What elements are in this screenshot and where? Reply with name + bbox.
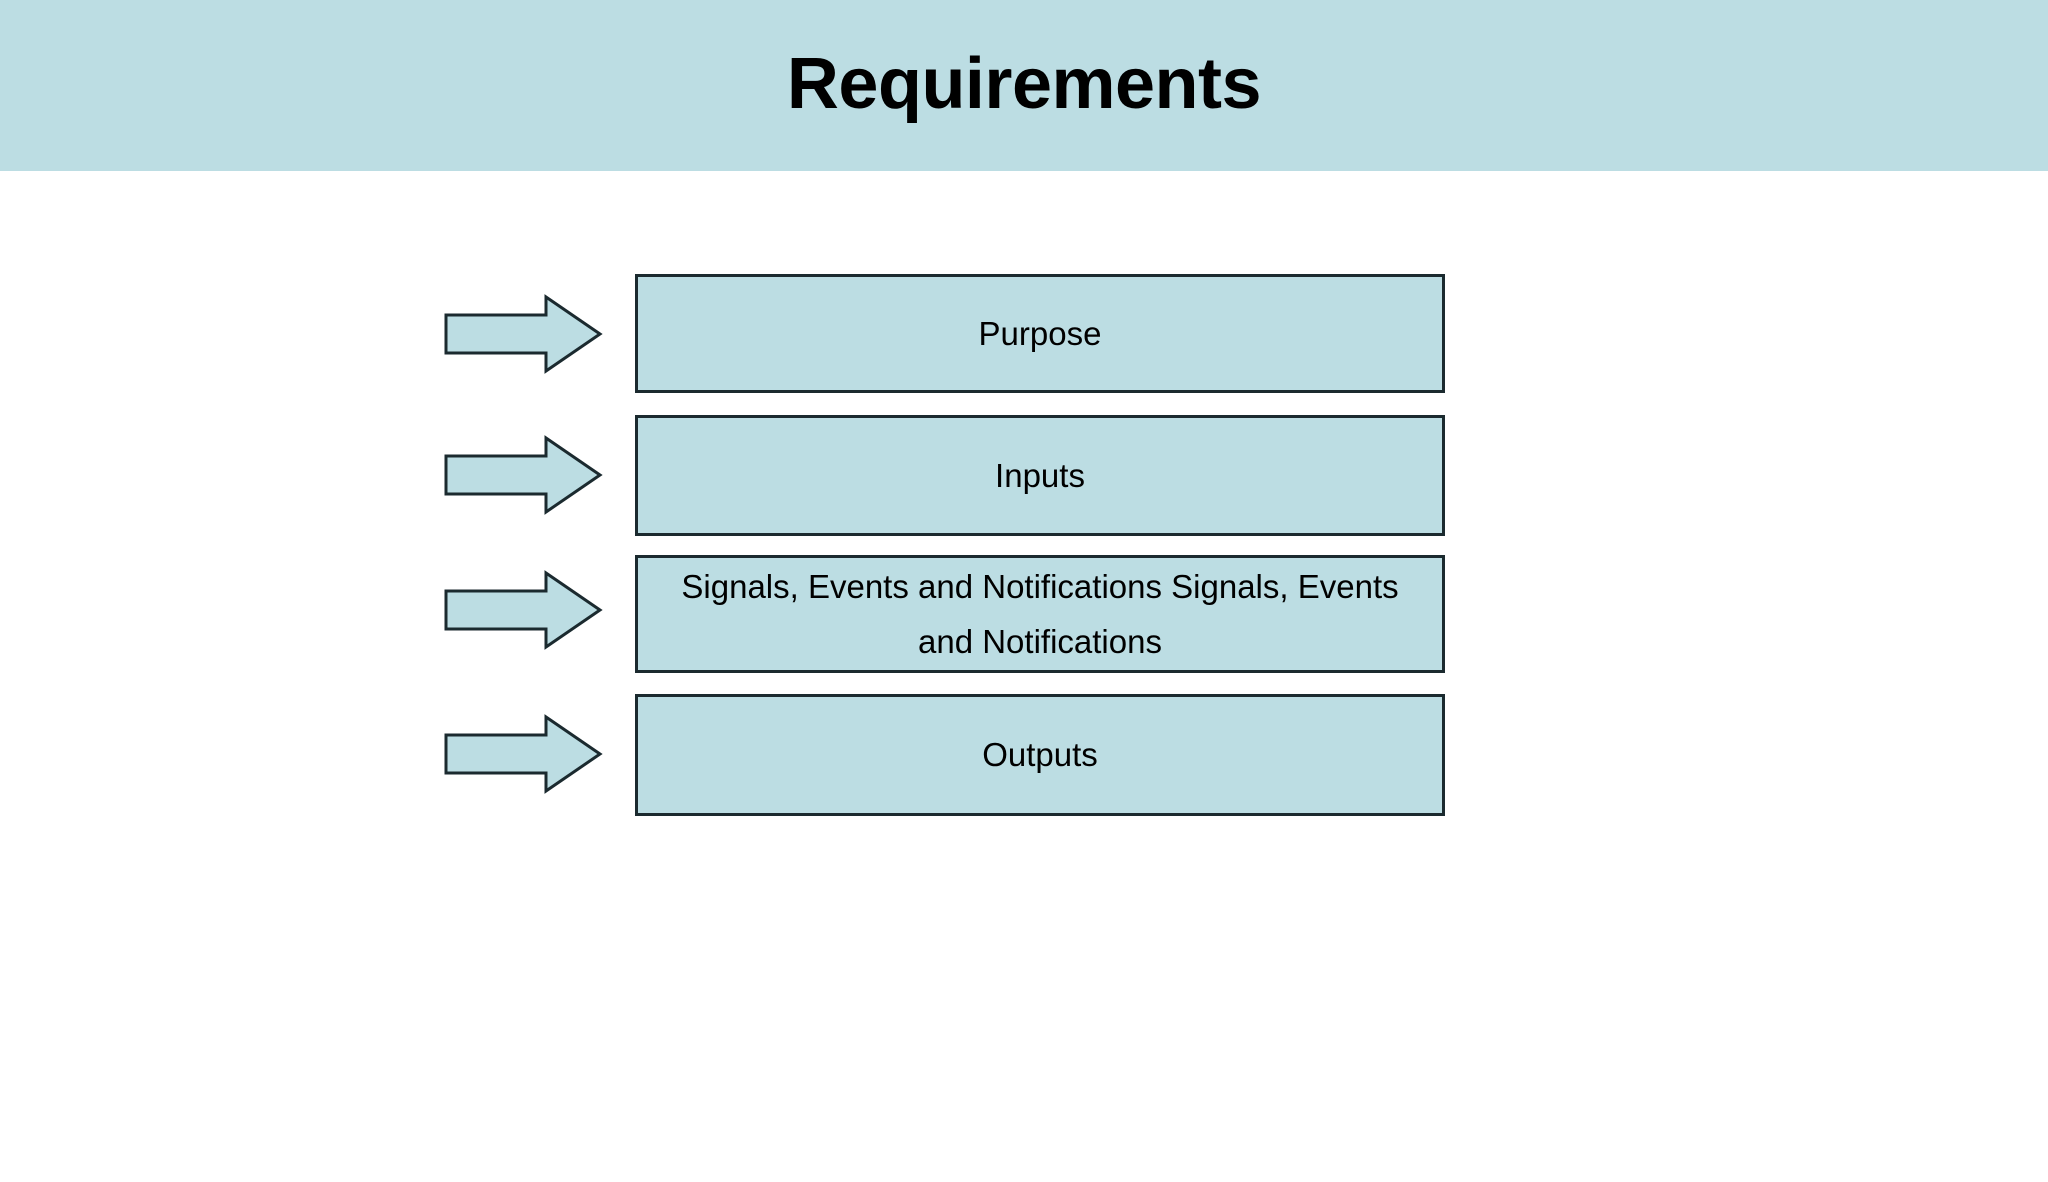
page-title: Requirements (786, 43, 1262, 124)
right-block-arrow-icon-purpose (444, 294, 603, 374)
requirement-box-label: Purpose (978, 314, 1102, 352)
right-block-arrow-icon-signals (444, 570, 603, 650)
requirement-box-purpose[interactable]: Purpose (635, 274, 1445, 393)
requirement-box-inputs[interactable]: Inputs (635, 415, 1445, 536)
requirement-box-signals[interactable]: Signals, Events and Notifications Signal… (635, 555, 1445, 673)
requirement-box-outputs[interactable]: Outputs (635, 694, 1445, 816)
right-block-arrow-icon-outputs (444, 714, 603, 794)
requirement-box-label: Inputs (995, 456, 1085, 494)
requirement-box-label: Signals, Events and Notifications Signal… (681, 567, 1399, 660)
requirement-box-label: Outputs (982, 736, 1098, 774)
title-band (0, 0, 2048, 171)
right-block-arrow-icon-inputs (444, 435, 603, 515)
